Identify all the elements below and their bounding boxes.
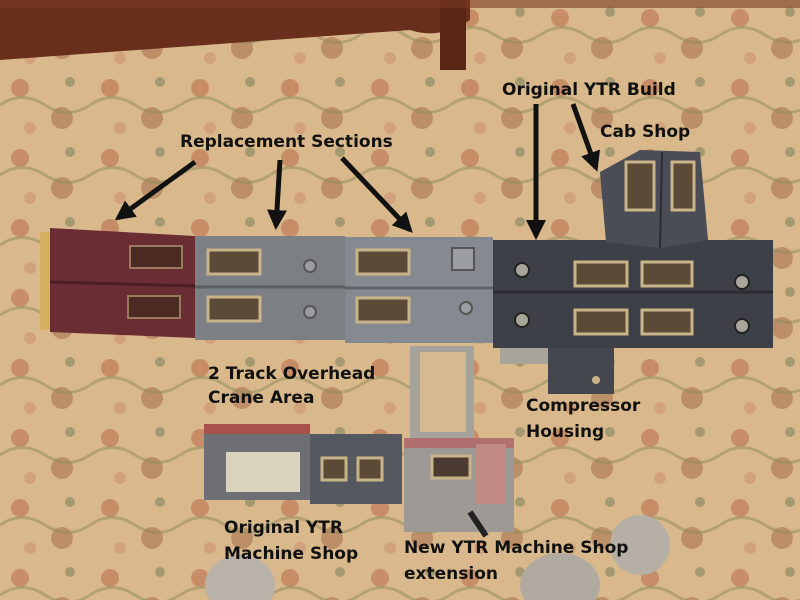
gray-replacement-section-1 [195, 236, 345, 340]
label-cab-shop: Cab Shop [600, 122, 691, 142]
label-original-ytr-build: Original YTR Build [502, 80, 676, 100]
shoe-left [205, 555, 275, 600]
cab-shop-model [600, 150, 708, 249]
label-crane-area-line2: Crane Area [208, 388, 315, 408]
compressor-housing-model [500, 348, 614, 394]
label-compressor-line1: Compressor [526, 396, 641, 416]
furniture-leg [440, 0, 466, 70]
label-replacement-sections: Replacement Sections [180, 132, 393, 152]
label-compressor-line2: Housing [526, 422, 605, 442]
maroon-replacement-section [40, 228, 196, 338]
furniture-edge [0, 0, 470, 60]
original-ytr-build-section [493, 240, 773, 348]
label-orig-machine-line1: Original YTR [224, 518, 343, 538]
label-orig-machine-line2: Machine Shop [224, 544, 359, 564]
arrow-to-maroon [114, 159, 197, 221]
arrow-to-gray-2 [340, 156, 413, 233]
shoe-right [520, 553, 600, 600]
original-machine-shop-model [204, 424, 402, 504]
gray-replacement-section-2 [345, 237, 493, 343]
shoe-right-toe [610, 515, 670, 575]
label-crane-area-line1: 2 Track Overhead [208, 364, 376, 384]
label-new-machine-line1: New YTR Machine Shop [404, 538, 629, 558]
arrow-to-cab-shop [570, 103, 600, 172]
arrow-to-gray-1 [266, 159, 287, 230]
new-machine-shop-extension-model [404, 346, 514, 538]
label-new-machine-line2: extension [404, 564, 498, 584]
